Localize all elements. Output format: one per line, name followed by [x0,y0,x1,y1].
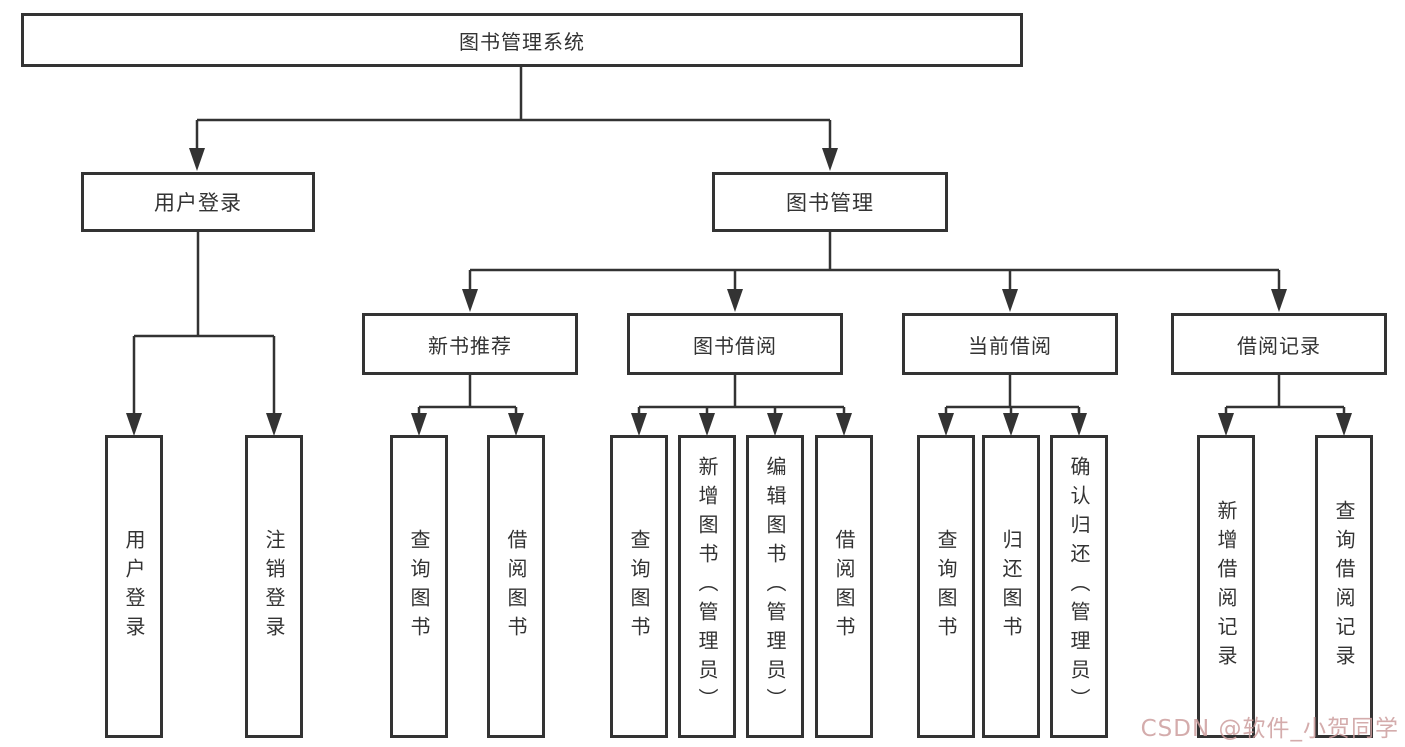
node-label: 新书推荐 [428,333,512,358]
node-label: 新增借阅记录 [1214,499,1238,674]
node-label: 查询图书 [627,528,651,645]
node-label: 注销登录 [262,528,286,645]
node-borrow-record: 借阅记录 [1171,313,1387,375]
node-label: 图书管理 [786,191,874,215]
node-leaf-query-books-3: 查询图书 [917,435,975,738]
node-label: 用户登录 [122,528,146,645]
node-leaf-borrow-books-1: 借阅图书 [487,435,545,738]
watermark-text: CSDN @软件_小贺同学 [1140,716,1399,742]
node-book-borrow: 图书借阅 [627,313,843,375]
node-leaf-query-books-2: 查询图书 [610,435,668,738]
node-label: 借阅记录 [1237,333,1321,358]
node-label: 查询图书 [407,528,431,645]
node-leaf-add-books-admin: 新增图书（管理员） [678,435,736,738]
node-leaf-query-borrow-record: 查询借阅记录 [1315,435,1373,738]
node-label: 查询图书 [934,528,958,645]
node-label: 编辑图书（管理员） [763,456,787,717]
node-label: 借阅图书 [504,528,528,645]
node-label: 确认归还（管理员） [1067,456,1091,717]
node-leaf-confirm-return-admin: 确认归还（管理员） [1050,435,1108,738]
node-new-book-recommend: 新书推荐 [362,313,578,375]
node-leaf-borrow-books-2: 借阅图书 [815,435,873,738]
node-leaf-add-borrow-record: 新增借阅记录 [1197,435,1255,738]
node-label: 图书管理系统 [459,29,585,54]
node-label: 新增图书（管理员） [695,456,719,717]
node-book-management: 图书管理 [712,172,948,232]
arrowheads [126,148,1352,436]
node-label: 查询借阅记录 [1332,499,1356,674]
node-leaf-user-login: 用户登录 [105,435,163,738]
node-label: 归还图书 [999,528,1023,645]
node-user-login: 用户登录 [81,172,315,232]
node-label: 借阅图书 [832,528,856,645]
node-current-borrow: 当前借阅 [902,313,1118,375]
node-label: 图书借阅 [693,333,777,358]
node-system-root: 图书管理系统 [21,13,1023,67]
node-leaf-logout: 注销登录 [245,435,303,738]
node-leaf-return-books: 归还图书 [982,435,1040,738]
node-leaf-edit-books-admin: 编辑图书（管理员） [746,435,804,738]
node-leaf-query-books-1: 查询图书 [390,435,448,738]
node-label: 用户登录 [154,191,242,215]
node-label: 当前借阅 [968,333,1052,358]
